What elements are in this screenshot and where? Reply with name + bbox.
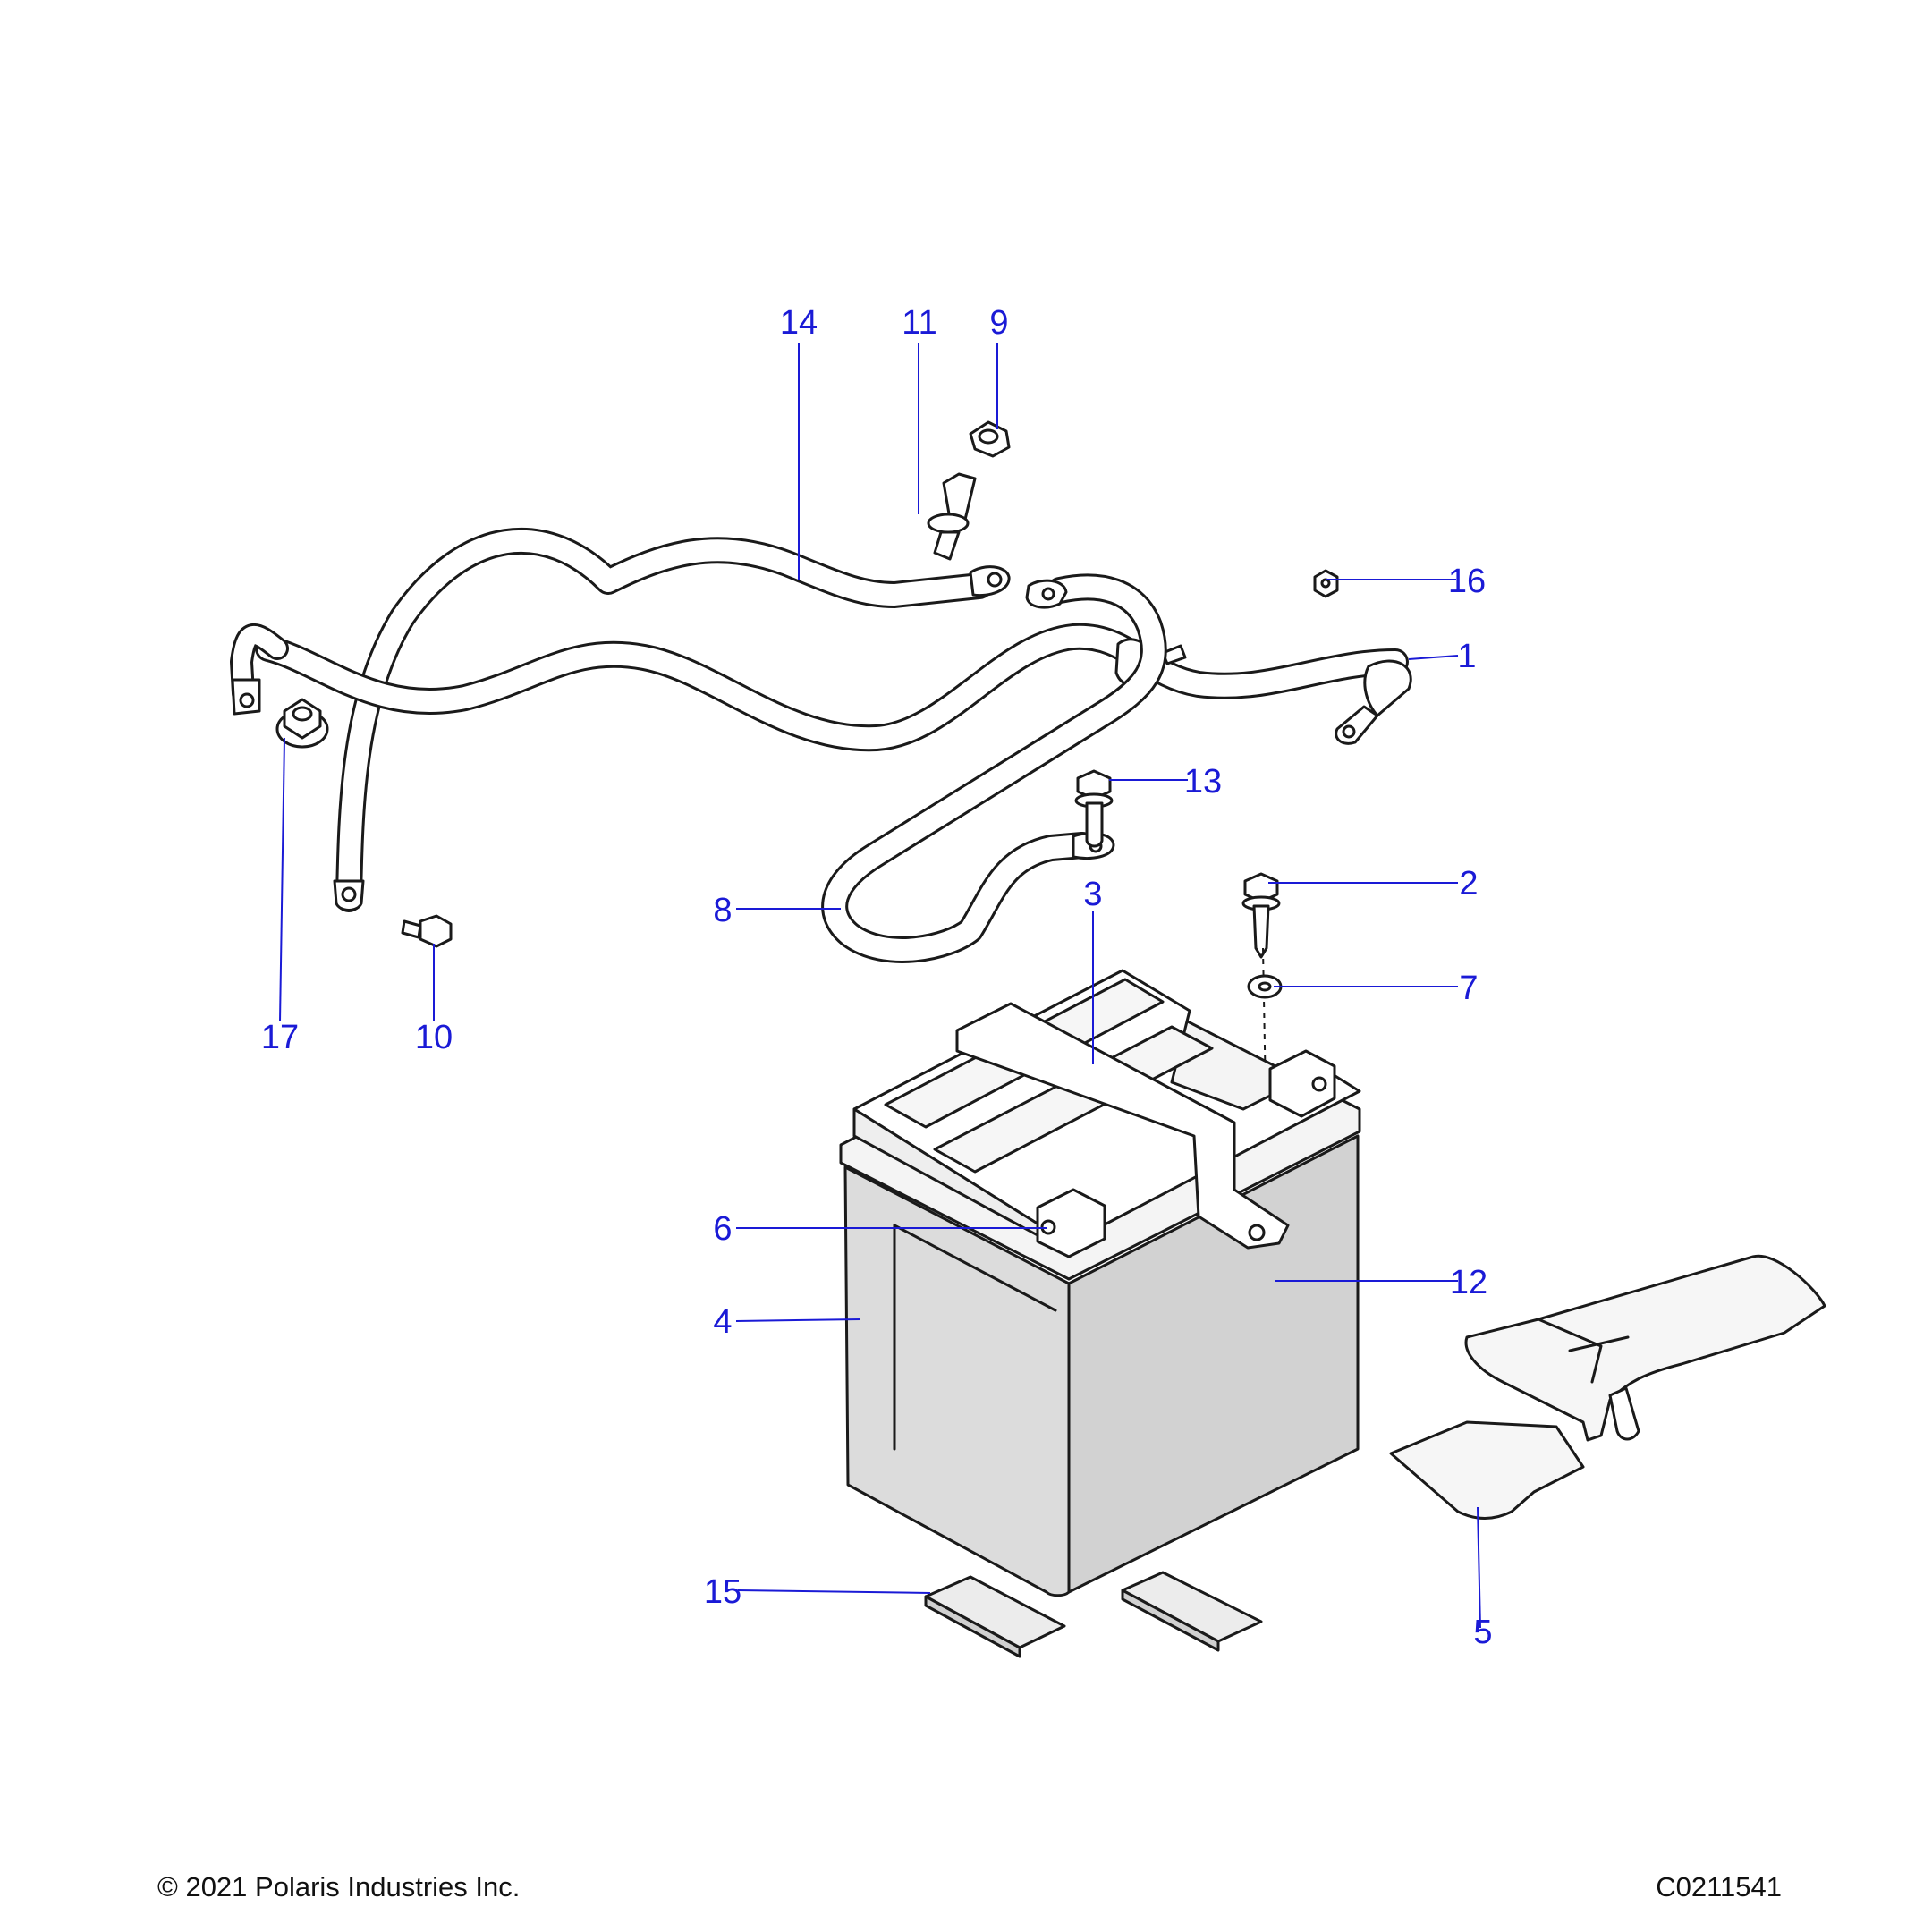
callout-3: 3 (1083, 876, 1102, 913)
callout-10: 10 (415, 1019, 453, 1056)
callout-1: 1 (1457, 638, 1476, 675)
copyright-notice: © 2021 Polaris Industries Inc. (157, 1871, 521, 1902)
cover-5 (1389, 1254, 1826, 1520)
leader-4 (735, 1318, 861, 1322)
callout-6: 6 (713, 1210, 732, 1248)
rivet-11 (927, 472, 977, 561)
leader-1 (1408, 655, 1459, 660)
leader-lines (279, 343, 1481, 1629)
nut-16 (1313, 569, 1339, 598)
nut-9 (969, 420, 1011, 458)
callout-11: 11 (902, 304, 936, 342)
callout-7: 7 (1459, 970, 1478, 1007)
washer-7 (1247, 974, 1283, 999)
callout-labels: 14 11 9 16 1 13 2 3 8 7 17 10 6 12 4 15 … (261, 304, 1493, 1651)
drawing-code: C0211541 (1656, 1871, 1782, 1902)
callout-14: 14 (780, 304, 818, 342)
leader-5 (1477, 1506, 1481, 1629)
battery-4 (839, 969, 1361, 1597)
callout-2: 2 (1459, 865, 1478, 902)
callout-4: 4 (713, 1303, 732, 1341)
strap-3 (955, 1002, 1290, 1250)
callout-16: 16 (1448, 563, 1486, 600)
bolt-13 (1074, 769, 1114, 848)
cable-14 (333, 527, 1011, 912)
callout-5: 5 (1473, 1614, 1492, 1651)
pads-15 (924, 1571, 1263, 1658)
callout-8: 8 (713, 892, 732, 929)
leader-15 (737, 1589, 931, 1594)
leader-17 (279, 737, 285, 1022)
callout-15: 15 (704, 1573, 741, 1611)
callout-9: 9 (989, 304, 1008, 342)
flange-nut-17 (275, 698, 329, 749)
callout-17: 17 (261, 1019, 299, 1056)
bolt-10 (401, 914, 453, 948)
callout-13: 13 (1184, 763, 1222, 801)
cable-1 (230, 623, 1412, 752)
callout-12: 12 (1450, 1264, 1487, 1301)
